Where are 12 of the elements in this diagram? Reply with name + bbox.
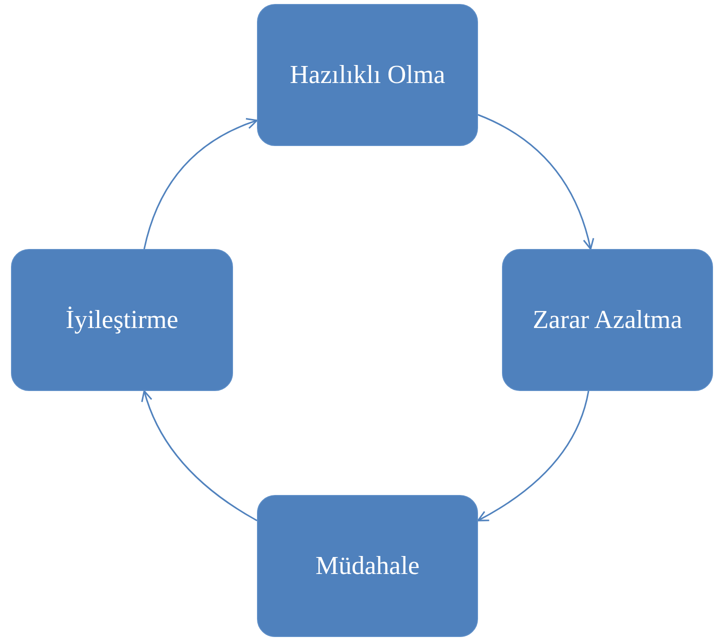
box-label: İyileştirme [66, 305, 178, 335]
box-label: Hazılıklı Olma [290, 60, 446, 90]
curved-arrow [478, 114, 594, 250]
curved-arrow [142, 390, 258, 522]
process-box [11, 249, 233, 391]
box-label: Müdahale [316, 551, 420, 581]
process-box [257, 495, 478, 637]
curved-arrow [143, 118, 258, 250]
process-box [502, 249, 713, 391]
curved-arrow [477, 390, 590, 522]
process-box [257, 4, 478, 146]
box-label: Zarar Azaltma [532, 305, 682, 335]
